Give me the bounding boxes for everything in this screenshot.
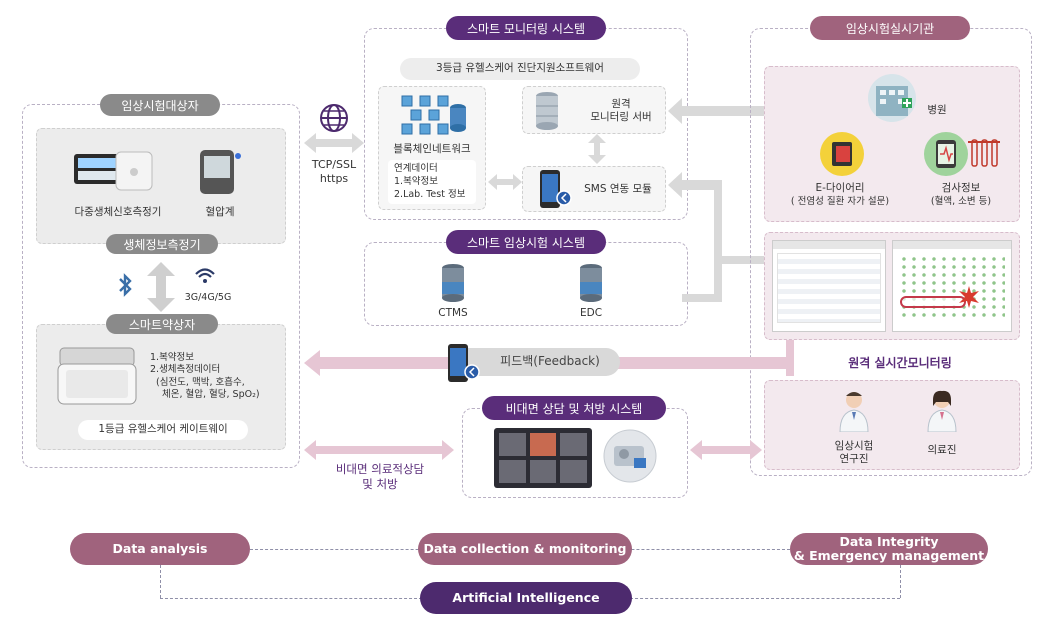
ai-pill: Artificial Intelligence <box>420 582 632 614</box>
bottom-connector-bottom-right <box>630 598 900 599</box>
smart-pillbox-icon <box>56 344 138 412</box>
ediary-label-1: E-다이어리 <box>815 182 865 194</box>
horizontal-double-arrow-icon <box>304 133 364 157</box>
feedback-label: 피드백(Feedback) <box>500 354 600 368</box>
lab-label-2: (혈액, 소변 등) <box>930 196 992 207</box>
vertical-double-arrow-icon <box>146 262 176 316</box>
subjects-title: 임상시험대상자 <box>100 94 220 116</box>
smartphone-icon <box>538 168 572 214</box>
data-integrity-line-2: & Emergency management <box>793 548 985 563</box>
consult-title: 비대면 상담 및 처방 시스템 <box>482 396 666 420</box>
edc-label: EDC <box>579 307 603 319</box>
bluetooth-icon <box>116 272 134 302</box>
pillbox-line-1: 1.복약정보 <box>150 352 195 363</box>
software-box <box>400 58 640 80</box>
data-integrity-line-1: Data Integrity <box>839 533 939 549</box>
consult-left-arrow-icon <box>304 440 454 464</box>
staff-box <box>764 380 1020 470</box>
protocol-label-2: https <box>319 172 349 185</box>
wifi-icon <box>194 266 216 290</box>
researcher-icon <box>836 390 872 436</box>
blockchain-label: 블록체인네트워크 <box>393 143 471 155</box>
video-call-screen <box>494 428 592 488</box>
dashboard-screen-2 <box>892 240 1012 332</box>
pillbox-info: 1.복약정보 2.생체측정데이터 (심전도, 맥박, 호흡수, 체온, 혈압, … <box>150 352 260 401</box>
biometric-pill: 생체정보측정기 <box>106 234 218 254</box>
globe-icon <box>318 102 350 138</box>
alert-highlight <box>900 296 966 308</box>
medical-label: 의료진 <box>927 444 957 456</box>
sms-label: SMS 연동 모듈 <box>584 183 652 195</box>
linked-item-2: 2.Lab. Test 정보 <box>394 189 466 200</box>
ediary-icon <box>818 130 866 182</box>
network-label: 3G/4G/5G <box>184 292 232 303</box>
blood-pressure-icon <box>196 148 244 202</box>
vital-monitor-icon <box>72 150 154 196</box>
device2-label: 혈압계 <box>205 206 235 218</box>
hospital-label: 병원 <box>927 104 947 116</box>
data-integrity-pill: Data Integrity & Emergency management <box>790 533 988 565</box>
telemedicine-icon <box>600 428 660 488</box>
server-icon <box>534 90 560 134</box>
blockchain-icon <box>398 92 468 140</box>
clinical-panel <box>364 242 688 326</box>
dashboard-screen-1 <box>772 240 886 332</box>
linked-sms-arrow-icon <box>488 174 522 194</box>
server-inbound-arrow-icon <box>668 98 778 128</box>
server-sms-arrow-icon <box>588 134 606 168</box>
linked-item-1: 1.복약정보 <box>394 176 439 187</box>
ctms-server-icon <box>440 262 466 306</box>
sms-to-screens-arrow-icon <box>668 172 778 316</box>
data-collection-pill: Data collection & monitoring <box>418 533 632 565</box>
pillbox-line-2: 2.생체측정데이터 <box>150 364 221 376</box>
consult-left-label-1: 비대면 의료적상담 <box>335 462 425 476</box>
realtime-label: 원격 실시간모니터링 <box>848 356 952 370</box>
pillbox-pill: 스마트약상자 <box>106 314 218 334</box>
clinical-title: 스마트 임상시험 시스템 <box>446 230 606 254</box>
bottom-connector-right <box>900 565 901 598</box>
pillbox-line-4: 체온, 혈압, 혈당, SpO₂) <box>162 389 260 401</box>
monitoring-title: 스마트 모니터링 시스템 <box>446 16 606 40</box>
edc-server-icon <box>578 262 604 306</box>
medical-staff-icon <box>924 390 960 436</box>
alert-burst-icon <box>958 286 980 312</box>
server-label-2: 모니터링 서버 <box>590 111 652 123</box>
server-label-1: 원격 <box>611 98 631 110</box>
ctms-label: CTMS <box>438 307 468 319</box>
lab-label-1: 검사정보 <box>941 182 981 194</box>
feedback-connector <box>786 340 794 376</box>
software-label: 3등급 유헬스케어 진단지원소프트웨어 <box>436 62 604 74</box>
gateway-label: 1등급 유헬스케어 케이트웨이 <box>98 423 228 435</box>
consult-left-label-2: 및 처방 <box>362 477 398 491</box>
gateway-label-box <box>78 420 248 440</box>
protocol-label-1: TCP/SSL <box>311 158 357 171</box>
lab-test-icon <box>922 130 1002 182</box>
researcher-label-2: 연구진 <box>839 453 869 465</box>
consult-right-arrow-icon <box>690 440 762 464</box>
data-analysis-pill: Data analysis <box>70 533 250 565</box>
pillbox-line-3: (심전도, 맥박, 호흡수, <box>156 376 245 388</box>
feedback-phone-icon <box>446 342 482 388</box>
researcher-label-1: 임상시험 <box>834 440 874 452</box>
institution-title: 임상시험실시기관 <box>810 16 970 40</box>
bottom-connector-bottom-left <box>160 598 422 599</box>
bottom-connector-left <box>160 565 161 598</box>
linked-data-box <box>388 160 476 204</box>
ediary-label-2: ( 전염성 질환 자가 설문) <box>790 196 890 207</box>
hospital-building-icon <box>862 72 922 128</box>
linked-title: 연계데이터 <box>394 163 438 174</box>
device1-label: 다중생체신호측정기 <box>74 206 162 218</box>
